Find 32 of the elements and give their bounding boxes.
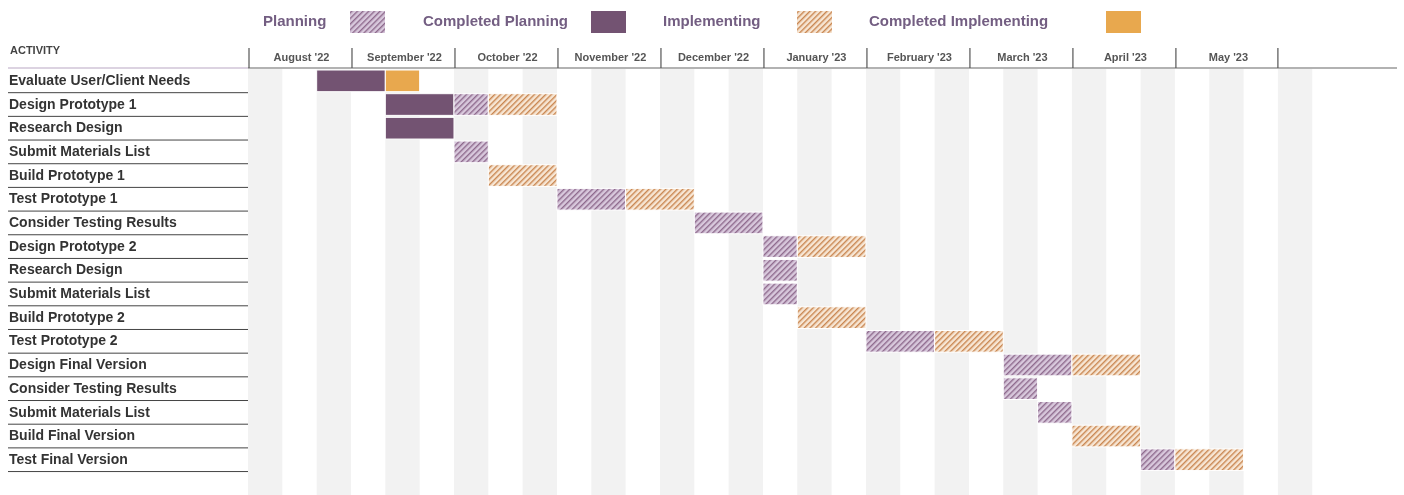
month-label: December '22 [676,51,750,63]
activity-label: Design Final Version [9,356,147,373]
month-label: March '23 [996,51,1049,63]
legend-label: Implementing [663,12,761,29]
activity-label: Design Prototype 1 [9,95,137,112]
activity-label: Build Prototype 2 [9,308,125,325]
activity-label: Test Prototype 1 [9,190,118,207]
activity-label: Consider Testing Results [9,379,177,396]
activity-label: Consider Testing Results [9,214,177,231]
activity-label: Research Design [9,119,123,136]
month-label: April '23 [1102,51,1148,63]
activity-label: Test Prototype 2 [9,332,118,349]
activity-label: Evaluate User/Client Needs [9,72,191,88]
legend-label: Completed Implementing [869,12,1049,29]
month-label: February '23 [885,51,953,63]
column-header: ACTIVITY [10,44,61,56]
activity-label: Design Prototype 2 [9,237,137,254]
legend-label: Completed Planning [423,12,568,29]
month-label: October '22 [476,51,539,63]
activity-label: Research Design [9,261,123,278]
month-label: May '23 [1207,51,1250,63]
activity-label: Submit Materials List [9,143,150,160]
activity-label: Test Final Version [9,450,128,467]
legend-label: Planning [263,12,327,29]
activity-label: Build Prototype 1 [9,166,125,183]
activity-label: Build Final Version [9,427,136,444]
month-label: January '23 [785,51,848,63]
activity-label: Submit Materials List [9,285,150,302]
month-label: September '22 [366,51,443,63]
activity-label: Submit Materials List [9,403,150,420]
month-label: August '22 [272,51,331,63]
month-label: November '22 [573,51,648,63]
